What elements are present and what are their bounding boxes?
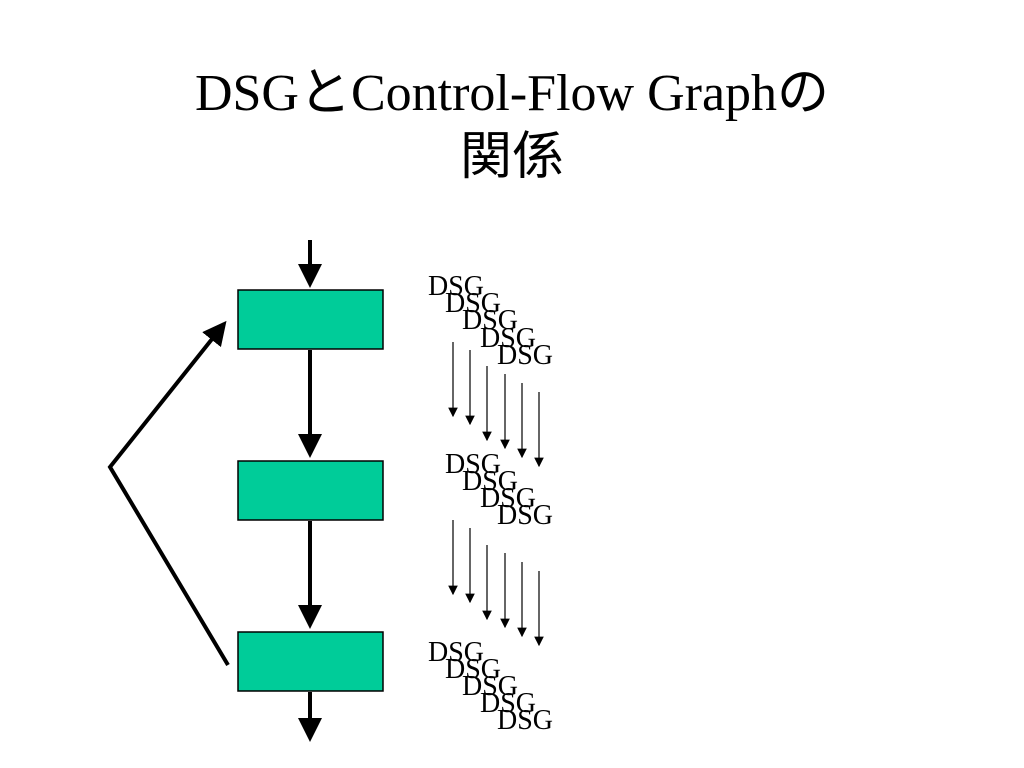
dsg-label: DSG bbox=[480, 323, 536, 354]
dsg-label: DSG bbox=[497, 500, 553, 531]
dsg-group-1: DSG DSG DSG DSG DSG bbox=[428, 271, 553, 371]
loop-back-edge bbox=[107, 320, 230, 667]
dsg-label: DSG bbox=[480, 688, 536, 719]
dsg-transition-arrows-1 bbox=[448, 342, 544, 468]
basic-block-3 bbox=[237, 631, 384, 692]
dsg-label: DSG bbox=[462, 466, 518, 497]
dsg-label: DSG bbox=[445, 288, 501, 319]
dsg-label: DSG bbox=[445, 449, 501, 480]
title-line-1: DSGとControl-Flow Graphの bbox=[194, 65, 830, 122]
dsg-label: DSG bbox=[497, 705, 553, 736]
title-line-2: 関係 bbox=[459, 129, 564, 186]
dsg-label: DSG bbox=[462, 671, 518, 702]
dsg-label: DSG bbox=[462, 305, 518, 336]
dsg-transition-arrows-2 bbox=[448, 520, 544, 647]
slide-title: DSGとControl-Flow Graphの 関係 bbox=[0, 62, 1024, 190]
dsg-label: DSG bbox=[428, 637, 484, 668]
dsg-group-2: DSG DSG DSG DSG bbox=[445, 449, 553, 531]
dsg-group-3: DSG DSG DSG DSG DSG bbox=[428, 637, 553, 736]
dsg-label: DSG bbox=[428, 271, 484, 302]
basic-block-1 bbox=[237, 289, 384, 350]
dsg-label: DSG bbox=[480, 483, 536, 514]
basic-block-2 bbox=[237, 460, 384, 521]
dsg-label: DSG bbox=[497, 340, 553, 371]
dsg-label: DSG bbox=[445, 654, 501, 685]
